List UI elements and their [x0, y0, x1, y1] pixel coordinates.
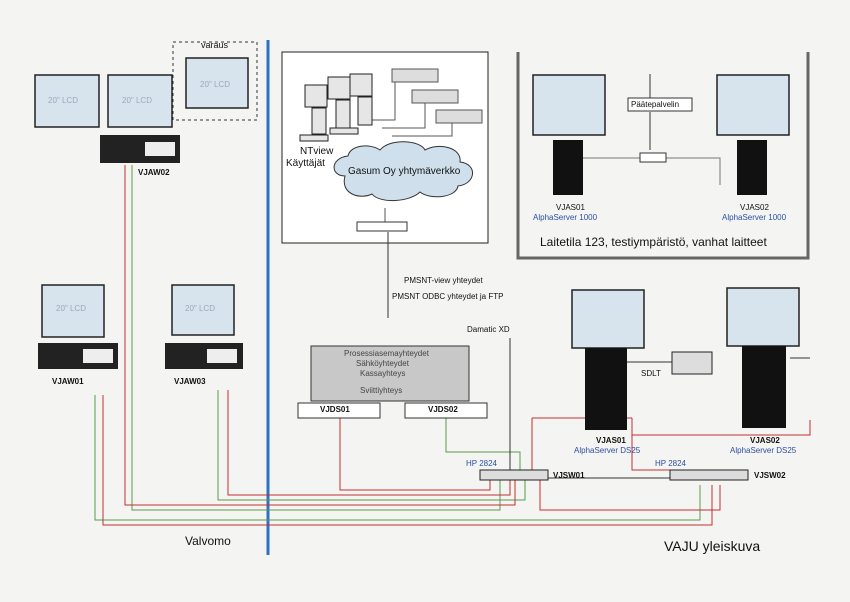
overview-label: VAJU yleiskuva	[664, 538, 761, 554]
comm-line-3: Kassayhteys	[360, 369, 406, 378]
green-cables	[94, 165, 701, 521]
switch-2-model: HP 2824	[655, 459, 686, 468]
comm-line-2: Sähköyhteydet	[356, 359, 409, 368]
switch-1-name: VJSW01	[553, 471, 585, 480]
monitor-text-5: 20" LCD	[185, 304, 215, 313]
workstation-vjaw02: VJAW02	[138, 168, 170, 177]
test-server-2-name: VJAS02	[740, 203, 769, 212]
server-vjas02-name: VJAS02	[750, 436, 780, 445]
test-env-frame	[516, 52, 810, 260]
terminal-server-label: Päätepalvelin	[631, 100, 680, 109]
network-links	[372, 82, 453, 222]
comm-line-1: Prosessiasemayhteydet	[344, 349, 429, 358]
vjds01-box	[297, 402, 381, 419]
net-node-2	[411, 89, 459, 104]
net-node-1	[391, 68, 439, 83]
spare-area-box	[172, 41, 258, 121]
switches	[479, 469, 749, 481]
link-label-2: PMSNT ODBC yhteydet ja FTP	[392, 292, 504, 301]
users-label-1: NTview	[300, 146, 334, 157]
server-vjds02: VJDS02	[428, 405, 458, 414]
workstation-vjaw03: VJAW03	[174, 377, 206, 386]
net-node-3	[435, 109, 483, 124]
monitor-text-3: 20" LCD	[200, 80, 230, 89]
damatic-label: Damatic XD	[467, 325, 510, 334]
server-vjas02-model: AlphaServer DS25	[730, 446, 797, 455]
monitor-text-4: 20" LCD	[56, 304, 86, 313]
monitors	[34, 57, 249, 338]
server-vjas01-name: VJAS01	[596, 436, 626, 445]
comm-box	[310, 345, 470, 402]
network-cloud	[333, 141, 473, 201]
server-vjds01: VJDS01	[320, 405, 350, 414]
test-server-1-model: AlphaServer 1000	[533, 213, 598, 222]
monitor-text-2: 20" LCD	[122, 96, 152, 105]
test-env-hardware	[532, 74, 790, 195]
cloud-label: Gasum Oy yhtymäverkko	[348, 166, 461, 177]
monitor-text-1: 20" LCD	[48, 96, 78, 105]
vjds02-box	[404, 402, 488, 419]
router	[356, 221, 408, 232]
test-env-caption: Laitetila 123, testiympäristö, vanhat la…	[540, 235, 767, 249]
main-servers	[571, 287, 800, 430]
workstation-boxes	[38, 135, 243, 369]
switch-2-name: VJSW02	[754, 471, 786, 480]
comm-line-4: Sviittiyhteys	[360, 386, 403, 395]
control-room-label: Valvomo	[185, 534, 231, 548]
server-vjas01-model: AlphaServer DS25	[574, 446, 641, 455]
link-label-1: PMSNT-view yhteydet	[404, 276, 483, 285]
tape-label: SDLT	[641, 369, 661, 378]
spare-label: varaus	[201, 40, 229, 50]
test-server-2-model: AlphaServer 1000	[722, 213, 787, 222]
switch-1-model: HP 2824	[466, 459, 497, 468]
workstation-vjaw01: VJAW01	[52, 377, 84, 386]
users-label-2: Käyttäjät	[286, 158, 325, 169]
test-server-1-name: VJAS01	[556, 203, 585, 212]
user-pcs-icon	[299, 73, 373, 142]
